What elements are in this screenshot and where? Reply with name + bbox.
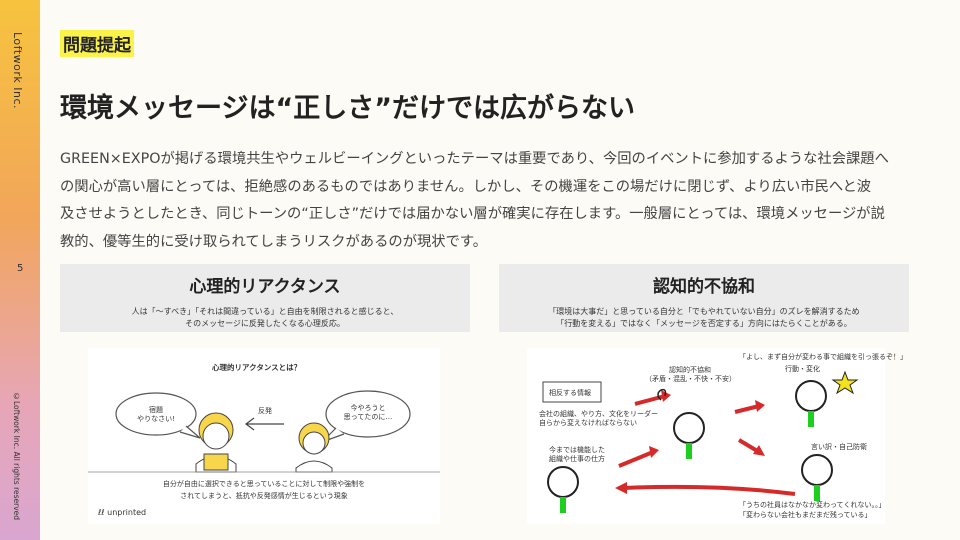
illustration-title: 心理的リアクタンスとは？	[212, 363, 302, 372]
section-tag: 問題提起	[60, 30, 134, 57]
caption-line: されてしまうと、抵抗や反発感情が生じるという現象	[180, 492, 348, 500]
brand-name: Loftwork Inc.	[11, 32, 24, 110]
dissonance-subtitle: （矛盾・混乱・不快・不安）	[645, 375, 736, 383]
reactance-illustration: 心理的リアクタンスとは？ 宿題 やりなさい! 今やろうと 思ってたのに… 反発 …	[88, 348, 440, 524]
concept-desc-line: 「環境は大事だ」と思っている自分と「でもやれていない自分」のズレを解消するため	[548, 307, 860, 316]
body-line: 及させようとしたとき、同じトーンの“正しさ”だけでは届かない層が確実に存在します…	[60, 206, 885, 222]
dissonance-title-text: 認知的不協和	[669, 366, 711, 374]
current-line: 今までは機能した	[549, 446, 605, 454]
concept-description: 人は「〜すべき」「それは間違っている」と自由を制限されると感じると、 そのメッセ…	[60, 306, 470, 330]
concept-desc-line: 人は「〜すべき」「それは間違っている」と自由を制限されると感じると、	[131, 307, 399, 316]
body-line: の関心が高い層にとっては、拒絶感のあるものではありません。しかし、その機運をこの…	[60, 178, 872, 195]
current-way-text: 今までは機能した 組織や仕事の仕方	[549, 446, 605, 464]
bubble-text: やりなさい!	[137, 415, 175, 423]
info-line: 自らから変えなければならない	[539, 419, 637, 427]
concept-title: 心理的リアクタンス	[189, 277, 341, 297]
dissonance-drawing	[542, 370, 859, 513]
conflicting-info-text: 会社の組織、やり方、文化をリーダー 自らから変えなければならない	[539, 410, 658, 428]
dissonance-illustration: 「よし、まず自分が変わる事で組織を引っ張るぞ！」 行動・変化 認知的不協和 （矛…	[527, 348, 907, 524]
conflicting-info-label: 相反する情報	[549, 389, 591, 397]
body-line: 教的、優等生的に受け取られてしまうリスクがあるのが現状です。	[60, 233, 488, 250]
caption-line: 自分が自由に選択できると思っていることに対して制限や強制を	[162, 480, 366, 488]
bubble-text: 思ってたのに…	[343, 413, 393, 421]
speech-bubble-parent: 宿題 やりなさい!	[134, 406, 178, 424]
sidebar: Loftwork Inc. 5 ©Loftwork Inc. All right…	[0, 0, 40, 540]
top-quote: 「よし、まず自分が変わる事で組織を引っ張るぞ！」	[739, 353, 907, 361]
body-paragraph: GREEN×EXPOが掲げる環境共生やウェルビーイングといったテーマは重要であり…	[60, 146, 920, 256]
bubble-text: 今やろうと	[350, 404, 386, 412]
quote-line: 「変わらない会社もまだまだ残っている」	[739, 511, 872, 519]
reactance-label: 反発	[258, 407, 272, 415]
current-line: 組織や仕事の仕方	[549, 455, 605, 463]
concept-box-dissonance: 認知的不協和 「環境は大事だ」と思っている自分と「でもやれていない自分」のズレを…	[499, 264, 909, 332]
concept-box-reactance: 心理的リアクタンス 人は「〜すべき」「それは間違っている」と自由を制限されると感…	[60, 264, 470, 332]
concept-desc-line: 「行動を変える」ではなく「メッセージを否定する」方向にはたらくことがある。	[556, 319, 852, 328]
page-number: 5	[17, 263, 24, 274]
logo-text: unprinted	[107, 508, 147, 517]
page-title: 環境メッセージは“正しさ”だけでは広がらない	[60, 93, 635, 124]
copyright: ©Loftwork Inc. All rights reserved	[12, 392, 21, 521]
unprinted-logo: ℓℓ unprinted	[98, 508, 146, 517]
bottom-quote: 「うちの社員はなかなか変わってくれない。。」 「変わらない会社もまだまだ残ってい…	[739, 500, 885, 520]
concept-desc-line: そのメッセージに反発したくなる心理反応。	[185, 319, 345, 328]
logo-mark-icon: ℓℓ	[98, 508, 108, 517]
quote-line: 「うちの社員はなかなか変わってくれない。。」	[739, 501, 886, 509]
excuse-label: 言い訳・自己防衛	[811, 443, 867, 451]
concept-description: 「環境は大事だ」と思っている自分と「でもやれていない自分」のズレを解消するため …	[499, 306, 909, 330]
dissonance-title: 認知的不協和 （矛盾・混乱・不快・不安）	[645, 366, 736, 384]
info-line: 会社の組織、やり方、文化をリーダー	[539, 410, 658, 418]
speech-bubble-child: 今やろうと 思ってたのに…	[342, 404, 394, 422]
reactance-drawing	[88, 390, 440, 473]
body-line: GREEN×EXPOが掲げる環境共生やウェルビーイングといったテーマは重要であり…	[60, 151, 889, 167]
action-label: 行動・変化	[785, 365, 820, 373]
illustration-caption: 自分が自由に選択できると思っていることに対して制限や強制を されてしまうと、抵抗…	[128, 478, 400, 502]
concept-title: 認知的不協和	[653, 277, 755, 297]
bubble-text: 宿題	[149, 406, 163, 414]
